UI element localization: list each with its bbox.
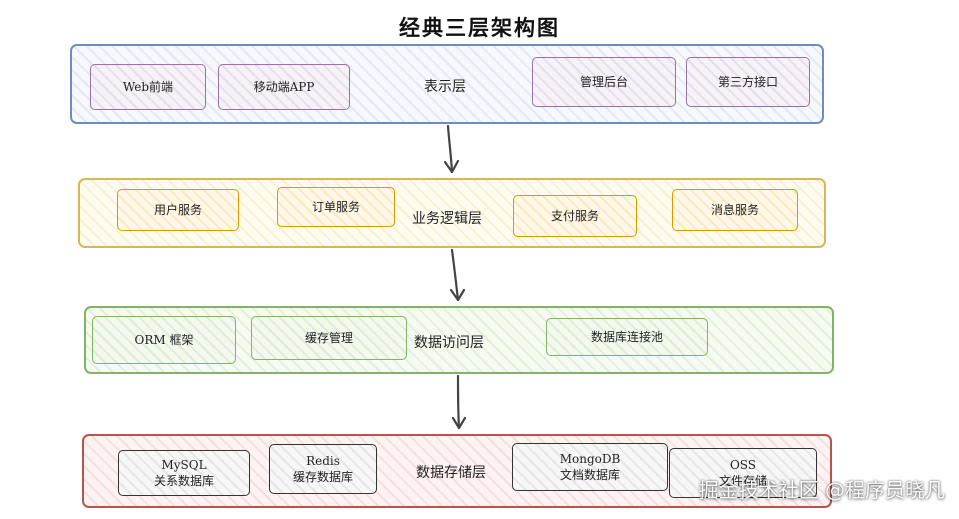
message-service-node: 消息服务 — [672, 189, 798, 231]
user-service-node: 用户服务 — [117, 189, 239, 231]
oss-name: OSS — [729, 457, 757, 472]
mobile-app-node: 移动端APP — [218, 64, 350, 110]
oss-desc: 文件存储 — [718, 474, 767, 488]
db-connection-pool-node: 数据库连接池 — [546, 318, 708, 356]
mongodb-name: MongoDB — [559, 451, 621, 466]
data-access-layer: 数据访问层 ORM 框架 缓存管理 数据库连接池 — [84, 306, 834, 374]
mongodb-desc: 文档数据库 — [559, 468, 620, 482]
redis-desc: 缓存数据库 — [292, 470, 353, 484]
orm-framework-node: ORM 框架 — [92, 316, 236, 364]
arrow-business-to-data-access — [450, 248, 460, 302]
business-logic-layer-label: 业务逻辑层 — [412, 211, 482, 227]
watermark: 掘金技术社区 @程序员晓凡 — [698, 478, 945, 502]
arrow-data-access-to-storage-head — [451, 416, 467, 430]
mysql-node: MySQL 关系数据库 — [118, 450, 250, 496]
third-party-api-node: 第三方接口 — [686, 57, 810, 107]
admin-backend-node: 管理后台 — [532, 57, 676, 107]
payment-service-node: 支付服务 — [513, 195, 637, 237]
arrow-business-to-data-access-head — [449, 288, 466, 302]
mysql-desc: 关系数据库 — [153, 474, 214, 488]
order-service-node: 订单服务 — [277, 187, 395, 227]
data-access-layer-label: 数据访问层 — [414, 335, 484, 351]
redis-name: Redis — [306, 453, 340, 468]
mongodb-node: MongoDB 文档数据库 — [512, 443, 668, 491]
redis-node: Redis 缓存数据库 — [269, 444, 377, 494]
arrow-presentation-to-business-head — [443, 159, 460, 174]
arrow-presentation-to-business — [446, 124, 454, 174]
data-storage-layer: 数据存储层 MySQL 关系数据库 Redis 缓存数据库 MongoDB 文档… — [82, 434, 832, 508]
presentation-layer-label: 表示层 — [424, 79, 466, 95]
mysql-name: MySQL — [161, 457, 207, 472]
arrow-data-access-to-storage — [456, 374, 461, 430]
presentation-layer: 表示层 Web前端 移动端APP 管理后台 第三方接口 — [70, 44, 824, 124]
web-frontend-node: Web前端 — [90, 64, 206, 110]
data-storage-layer-label: 数据存储层 — [416, 465, 486, 481]
business-logic-layer: 业务逻辑层 用户服务 订单服务 支付服务 消息服务 — [78, 178, 826, 248]
diagram-title: 经典三层架构图 — [399, 15, 560, 40]
cache-management-node: 缓存管理 — [251, 316, 407, 360]
oss-node: OSS 文件存储 — [669, 448, 817, 498]
